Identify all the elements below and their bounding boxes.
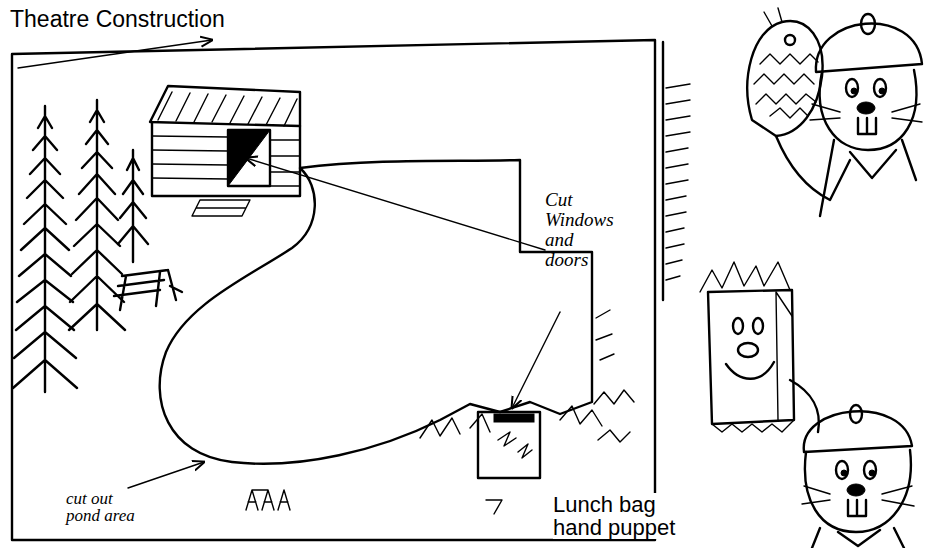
leader-arrow — [128, 462, 204, 488]
cabin-door — [228, 130, 270, 186]
puppet-eye — [785, 35, 795, 45]
whiskers — [802, 486, 914, 506]
whiskers — [810, 104, 922, 122]
bag-nose — [738, 343, 758, 357]
bag-eye — [753, 318, 763, 334]
hat-lamp — [861, 14, 875, 34]
beaver-nose — [847, 484, 865, 496]
leader-arrow — [246, 158, 545, 250]
lunch-bag — [708, 290, 794, 424]
grass-tufts — [420, 390, 634, 442]
grass-marks — [596, 310, 614, 360]
picnic-bench — [114, 270, 182, 310]
text-label: Lunch bag hand puppet — [553, 493, 693, 539]
board-side-edge — [662, 42, 664, 300]
beaver-collar — [812, 528, 904, 548]
pine-tree — [118, 150, 148, 262]
beaver-teeth — [858, 118, 876, 134]
theatre-board — [12, 40, 655, 540]
grass-letters — [246, 490, 290, 510]
bag-crumpled-top — [700, 262, 790, 292]
side-hatching — [666, 84, 690, 280]
pupil — [851, 88, 857, 94]
puppet-antenna — [764, 8, 782, 26]
puppet-stripes — [754, 54, 818, 118]
cabin-logs — [152, 136, 300, 186]
puppet-body — [747, 21, 822, 136]
pupil — [869, 470, 875, 476]
bag-smile — [726, 362, 774, 379]
bag-fold — [776, 292, 792, 420]
roof-shingles — [158, 92, 297, 126]
pine-tree — [13, 106, 77, 392]
cabin-roof — [150, 86, 300, 126]
beaver-nose — [857, 102, 875, 114]
beaver-collar — [820, 140, 916, 216]
beaver-teeth — [848, 500, 866, 516]
bag-eye — [733, 318, 743, 334]
beaver-eye — [836, 461, 848, 479]
door-squiggles — [486, 432, 532, 514]
door-top-strip — [494, 414, 534, 422]
cabin-steps — [192, 200, 250, 216]
text-label: Theatre Construction — [10, 6, 310, 34]
beaver-eye — [846, 79, 858, 97]
leader-arrow — [512, 312, 560, 408]
hard-hat — [804, 411, 912, 452]
pupil — [879, 88, 885, 94]
hard-hat — [816, 23, 922, 72]
pupil — [841, 470, 847, 476]
beaver-arm — [776, 136, 850, 200]
cut-out-door — [478, 412, 540, 478]
cabin-wall — [152, 122, 300, 196]
beaver-eye — [864, 461, 876, 479]
text-label: Cut Windows and doors — [545, 190, 617, 270]
beaver-eye — [874, 79, 886, 97]
door-shadow — [228, 130, 270, 186]
hat-lamp — [850, 405, 862, 423]
pond-cutout-outline — [160, 160, 592, 464]
bag-bottom-edge — [712, 420, 794, 432]
text-label: cut out pond area — [66, 490, 150, 524]
